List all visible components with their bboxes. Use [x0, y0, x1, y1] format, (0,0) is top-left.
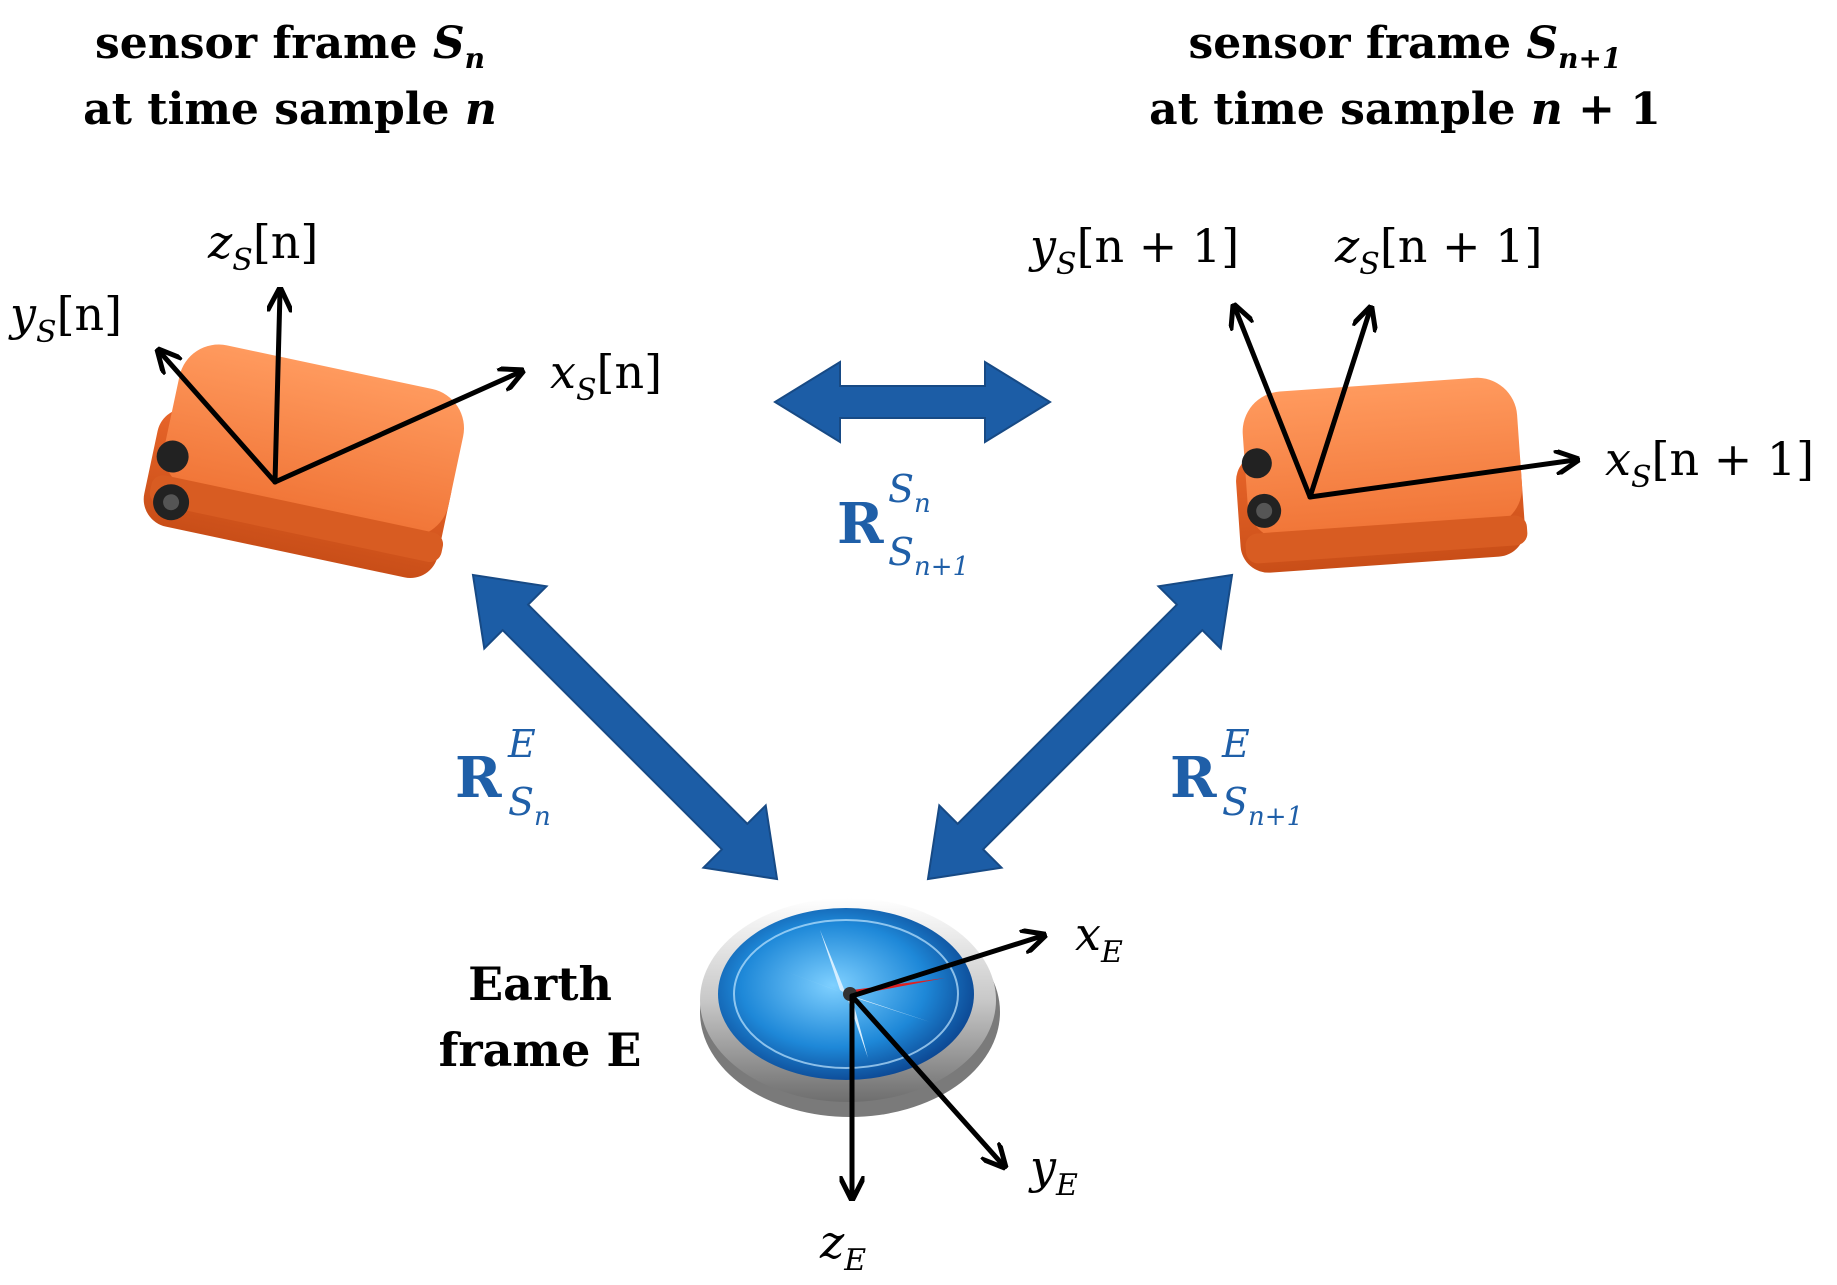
sensor-n1-z-label: zS[n + 1] — [1334, 219, 1542, 282]
sensor-n1-z-axis — [1307, 310, 1370, 500]
sensor-n-title-line2: at time sample n — [83, 84, 497, 135]
rotation-label-e-sn-sub: Sn — [508, 780, 551, 832]
sensor-n-x-label: xS[n] — [550, 345, 662, 408]
rotation-label-sn-sn1: R — [837, 491, 884, 557]
sensor-n1-x-axis — [1307, 460, 1575, 500]
earth-z-label: zE — [819, 1215, 866, 1278]
sensor-n-z-label: zS[n] — [207, 215, 318, 278]
rotation-label-e-sn1-sub: Sn+1 — [1222, 780, 1303, 832]
earth-x-axis — [849, 936, 1042, 999]
imu-sensor-icon — [143, 344, 465, 579]
rotation-arrow-sn-sn1 — [773, 360, 1052, 444]
rotation-arrow-e-sn1 — [926, 573, 1234, 881]
rotation-label-e-sn-sup: E — [507, 722, 536, 766]
rotation-label-e-sn1: R — [1170, 745, 1217, 811]
earth-title-line1: Earth — [468, 957, 612, 1011]
sensor-n-x-axis — [272, 372, 520, 485]
earth-y-axis — [849, 993, 1003, 1165]
sensor-n1-y-label: yS[n + 1] — [1028, 219, 1239, 282]
sensor-n1-title-line2: at time sample n + 1 — [1149, 84, 1661, 135]
earth-title-line2: frame E — [439, 1023, 642, 1077]
rotation-arrow-e-sn — [471, 573, 779, 881]
rotation-label-sn-sn1-sup: Sn — [888, 467, 931, 519]
earth-x-label: xE — [1075, 907, 1123, 970]
sensor-n-title-line1: sensor frame Sn — [95, 18, 485, 75]
sensor-n-y-axis — [160, 352, 278, 485]
sensor-n1-y-axis — [1235, 308, 1313, 500]
sensor-n1-axes — [1235, 308, 1575, 500]
sensor-n1-title-line1: sensor frame Sn+1 — [1189, 18, 1622, 75]
earth-y-label: yE — [1028, 1140, 1078, 1203]
rotation-label-sn-sn1-sub: Sn+1 — [888, 530, 969, 582]
rotation-label-e-sn1-sup: E — [1221, 722, 1250, 766]
earth-axes — [852, 936, 1042, 1196]
sensor-n-z-axis — [275, 292, 280, 485]
sensor-n-y-label: yS[n] — [8, 287, 122, 350]
rotation-label-e-sn: R — [455, 745, 502, 811]
sensor-n1-x-label: xS[n + 1] — [1605, 432, 1814, 495]
imu-sensor-icon — [1236, 377, 1528, 573]
sensor-n-axes — [160, 292, 520, 485]
